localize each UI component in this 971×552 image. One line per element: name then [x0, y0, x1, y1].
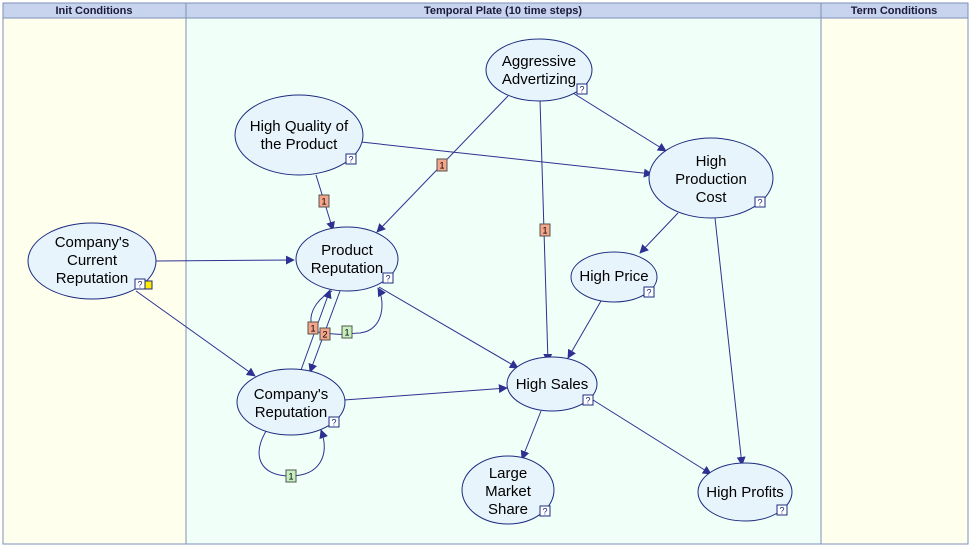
- node-high-profits[interactable]: High Profits ?: [697, 462, 793, 522]
- node-high-price[interactable]: High Price ?: [570, 251, 658, 303]
- arc-price-sales: [567, 300, 602, 359]
- node-label: Company's: [254, 386, 329, 403]
- node-label: Company's: [55, 234, 130, 251]
- node-label: the Product: [261, 136, 339, 153]
- node-label: Cost: [696, 189, 728, 206]
- pane-title-plate: Temporal Plate (10 time steps): [424, 5, 582, 17]
- svg-text:?: ?: [331, 418, 336, 428]
- query-icon[interactable]: [643, 286, 655, 298]
- node-label: Product: [321, 242, 374, 259]
- svg-text:?: ?: [385, 274, 390, 284]
- svg-text:1: 1: [439, 161, 444, 171]
- pane-title-term: Term Conditions: [851, 5, 938, 17]
- query-icon[interactable]: [582, 394, 594, 406]
- query-icon[interactable]: [382, 272, 394, 284]
- arc-label-advert-productrep: 1: [436, 158, 448, 172]
- svg-text:?: ?: [542, 507, 547, 517]
- arc-label-companyrep-selfloop: 1: [285, 469, 297, 483]
- svg-text:?: ?: [348, 155, 353, 165]
- svg-text:?: ?: [757, 198, 762, 208]
- svg-text:1: 1: [344, 328, 349, 338]
- arc-labels: 1 1 1 1 2 1 1: [285, 158, 551, 483]
- node-label: Share: [488, 501, 528, 518]
- node-product-reputation[interactable]: Product Reputation ?: [295, 226, 399, 292]
- node-high-quality[interactable]: High Quality of the Product ?: [234, 94, 364, 176]
- arc-label-advert-sales: 1: [539, 223, 551, 237]
- svg-text:2: 2: [322, 330, 327, 340]
- query-icon[interactable]: [754, 196, 766, 208]
- svg-text:?: ?: [137, 280, 142, 290]
- node-label: High Sales: [516, 376, 589, 393]
- arc-advert-cost: [572, 92, 667, 152]
- arc-cost-price: [639, 212, 679, 254]
- node-label: Reputation: [255, 404, 328, 421]
- node-large-market-share[interactable]: Large Market Share ?: [461, 455, 555, 525]
- svg-text:1: 1: [288, 472, 293, 482]
- query-icon[interactable]: [328, 416, 340, 428]
- node-label: Current: [67, 252, 118, 269]
- arc-label-productrep-companyrep: 2: [319, 327, 331, 341]
- query-icon[interactable]: [345, 153, 357, 165]
- svg-text:1: 1: [321, 197, 326, 207]
- arc-current-productrep: [155, 255, 295, 265]
- node-label: Market: [485, 483, 532, 500]
- node-high-sales[interactable]: High Sales ?: [506, 356, 598, 412]
- arc-sales-profits: [592, 399, 712, 475]
- evidence-marker-icon: [144, 280, 153, 290]
- svg-text:1: 1: [310, 324, 315, 334]
- node-label: High: [696, 153, 727, 170]
- arc-label-companyrep-productrep: 1: [307, 321, 319, 335]
- node-aggressive-advertizing[interactable]: Aggressive Advertizing ?: [485, 38, 593, 102]
- node-label: Reputation: [56, 270, 129, 287]
- svg-text:?: ?: [779, 506, 784, 516]
- arc-label-quality-productrep: 1: [318, 194, 330, 208]
- query-icon[interactable]: [776, 504, 788, 516]
- node-label: High Profits: [706, 484, 784, 501]
- node-high-production-cost[interactable]: High Production Cost ?: [648, 137, 774, 219]
- svg-text:?: ?: [579, 85, 584, 95]
- node-label: High Quality of: [250, 118, 349, 135]
- node-label: Advertizing: [502, 71, 576, 88]
- arc-current-companyrep: [135, 290, 256, 377]
- svg-text:1: 1: [542, 226, 547, 236]
- node-label: High Price: [579, 268, 648, 285]
- node-label: Reputation: [311, 260, 384, 277]
- arc-productrep-sales: [378, 286, 519, 369]
- query-icon[interactable]: [539, 505, 551, 517]
- svg-text:?: ?: [585, 396, 590, 406]
- pane-title-init: Init Conditions: [56, 5, 133, 17]
- node-label: Large: [489, 465, 527, 482]
- query-icon[interactable]: [576, 83, 588, 95]
- node-companys-current-reputation[interactable]: Company's Current Reputation ?: [27, 222, 157, 300]
- arc-sales-market: [520, 410, 542, 460]
- arc-companyrep-sales: [343, 384, 508, 401]
- node-companys-reputation[interactable]: Company's Reputation ?: [236, 368, 346, 436]
- pane-term: [820, 2, 969, 545]
- node-label: Aggressive: [502, 53, 576, 70]
- svg-text:?: ?: [646, 288, 651, 298]
- node-label: Production: [675, 171, 747, 188]
- arc-label-productrep-selfloop: 1: [341, 325, 353, 339]
- arc-quality-cost: [360, 141, 653, 178]
- arc-cost-profits: [714, 217, 746, 466]
